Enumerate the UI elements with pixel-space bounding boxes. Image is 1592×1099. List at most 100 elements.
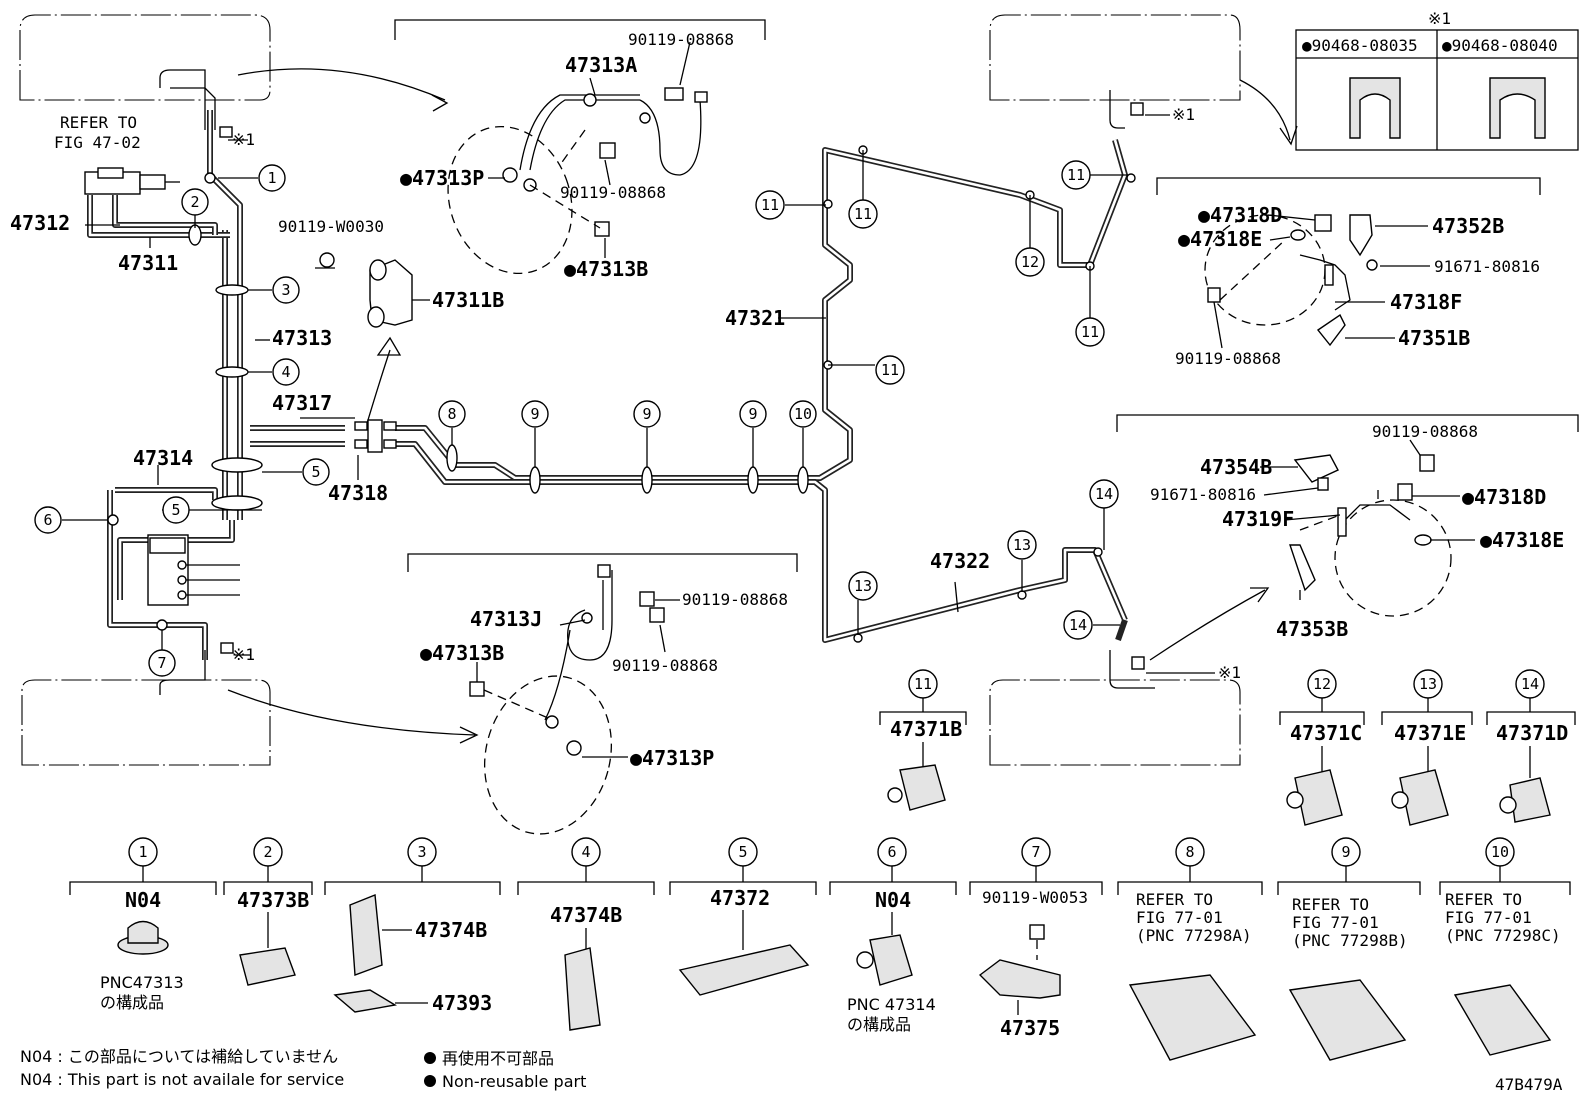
group-47354B bbox=[1289, 454, 1452, 617]
legend: N04 : この部品については補給していません N04 : This part … bbox=[20, 1047, 1563, 1094]
callout-9b: 9 bbox=[642, 405, 651, 423]
vehicle-outline-front-left bbox=[19, 14, 271, 101]
table-col2: ●90468-08040 bbox=[1442, 36, 1558, 55]
label-47318D-b: ●47318D bbox=[1462, 485, 1546, 509]
label-47371B: 47371B bbox=[890, 717, 962, 741]
callout-9c: 9 bbox=[748, 405, 757, 423]
arrow-47317 bbox=[364, 349, 391, 431]
svg-text:9: 9 bbox=[1341, 843, 1350, 861]
callout-11b: 11 bbox=[854, 205, 872, 223]
legend-nr-en: Non-reusable part bbox=[442, 1072, 586, 1091]
b3-part1: 47374B bbox=[415, 918, 487, 942]
label-90119-08868-f: 90119-08868 bbox=[612, 656, 718, 675]
callout-9a: 9 bbox=[530, 405, 539, 423]
label-47313A: 47313A bbox=[565, 53, 637, 77]
callout-13b: 13 bbox=[1013, 536, 1031, 554]
label-47311B: 47311B bbox=[432, 288, 504, 312]
svg-text:3: 3 bbox=[417, 843, 426, 861]
arrow-front-left bbox=[237, 68, 446, 101]
label-47311: 47311 bbox=[118, 251, 178, 275]
table-header: ※1 bbox=[1428, 9, 1451, 28]
label-47318: 47318 bbox=[328, 481, 388, 505]
bottom-detail-4: 4 47374B bbox=[517, 837, 655, 1031]
b6-title: N04 bbox=[875, 888, 911, 912]
label-47322: 47322 bbox=[930, 549, 990, 573]
label-47313P-mid: ●47313P bbox=[630, 746, 714, 770]
clip-detail-13: 13 47371E bbox=[1381, 669, 1473, 826]
group-47313A bbox=[447, 87, 708, 275]
b9-l3: (PNC 77298B) bbox=[1292, 931, 1408, 950]
bracket-47311B bbox=[319, 252, 413, 328]
bottom-detail-1: 1 N04 PNC47313 の構成品 bbox=[69, 837, 217, 1012]
union-fitting bbox=[354, 419, 397, 453]
b5-title: 47372 bbox=[710, 886, 770, 910]
refer-line1: REFER TO bbox=[60, 113, 137, 132]
callout-11a: 11 bbox=[761, 196, 779, 214]
label-90119-08868-d: 90119-08868 bbox=[1372, 422, 1478, 441]
b10-l1: REFER TO bbox=[1445, 890, 1522, 909]
label-47371D: 47371D bbox=[1496, 721, 1568, 745]
label-47313B-mid: ●47313B bbox=[420, 641, 504, 665]
b3-part2: 47393 bbox=[432, 991, 492, 1015]
leader-lines bbox=[62, 41, 1475, 758]
callout-11d: 11 bbox=[1081, 323, 1099, 341]
master-cylinder bbox=[84, 167, 180, 195]
arrow-rear-right bbox=[1149, 589, 1266, 661]
callout-14a: 14 bbox=[1095, 485, 1113, 503]
callout-circles bbox=[34, 160, 1119, 677]
svg-text:11: 11 bbox=[914, 675, 932, 693]
mark-fr: ※1 bbox=[1172, 105, 1195, 124]
mark-rl: ※1 bbox=[232, 645, 255, 664]
arrow-rear-left bbox=[227, 689, 476, 736]
label-91671-80816-a: 91671-80816 bbox=[1434, 257, 1540, 276]
callout-2: 2 bbox=[190, 193, 199, 211]
label-47318D-a: ●47318D bbox=[1198, 203, 1282, 227]
nonreusable-dot-icon-2 bbox=[424, 1075, 436, 1087]
callout-11c: 11 bbox=[881, 361, 899, 379]
clip-detail-11: 11 47371B bbox=[879, 669, 967, 811]
group-47318D-top bbox=[1204, 214, 1378, 347]
b8-l1: REFER TO bbox=[1136, 890, 1213, 909]
label-47313B-top: ●47313B bbox=[564, 257, 648, 281]
callout-4: 4 bbox=[281, 363, 290, 381]
label-90119-08868-c: 90119-08868 bbox=[1175, 349, 1281, 368]
b4-title: 47374B bbox=[550, 903, 622, 927]
callout-10: 10 bbox=[794, 405, 812, 423]
label-47352B: 47352B bbox=[1432, 214, 1504, 238]
label-47319F: 47319F bbox=[1222, 507, 1294, 531]
b1-title: N04 bbox=[125, 888, 161, 912]
label-47371C: 47371C bbox=[1290, 721, 1362, 745]
legend-n04-en: N04 : This part is not availale for serv… bbox=[20, 1070, 344, 1089]
callout-5a: 5 bbox=[311, 463, 320, 481]
group-bracket-mid-right bbox=[1116, 414, 1579, 432]
svg-text:14: 14 bbox=[1521, 675, 1539, 693]
svg-text:4: 4 bbox=[581, 843, 590, 861]
b7-part: 47375 bbox=[1000, 1016, 1060, 1040]
arrow-front-right bbox=[1239, 79, 1291, 141]
vehicle-outline-rear-left bbox=[21, 679, 271, 766]
callout-5b: 5 bbox=[171, 501, 180, 519]
refer-line2: FIG 47-02 bbox=[54, 133, 141, 152]
label-90119-08868-e: 90119-08868 bbox=[682, 590, 788, 609]
bottom-detail-7: 7 90119-W0053 47375 bbox=[969, 837, 1103, 1040]
group-bracket-top-center bbox=[394, 19, 766, 40]
bottom-detail-2: 2 47373B bbox=[223, 837, 313, 986]
callout-6: 6 bbox=[43, 511, 52, 529]
callout-8: 8 bbox=[447, 405, 456, 423]
legend-nr-jp: 再使用不可部品 bbox=[442, 1049, 554, 1068]
label-47317: 47317 bbox=[272, 391, 332, 415]
label-47318F: 47318F bbox=[1390, 290, 1462, 314]
b8-l3: (PNC 77298A) bbox=[1136, 926, 1252, 945]
mark-rr: ※1 bbox=[1218, 663, 1241, 682]
b6-note1: PNC 47314 bbox=[847, 995, 936, 1014]
table-col1: ●90468-08035 bbox=[1302, 36, 1418, 55]
callout-numbers: 1 2 3 4 5 5 6 7 8 9 9 9 10 11 11 11 12 1… bbox=[43, 166, 1113, 672]
label-47353B: 47353B bbox=[1276, 617, 1348, 641]
callout-14b: 14 bbox=[1069, 616, 1087, 634]
bottom-detail-3: 3 47374B 47393 bbox=[324, 837, 501, 1015]
b8-l2: FIG 77-01 bbox=[1136, 908, 1223, 927]
vehicle-outline-front-right bbox=[989, 14, 1241, 101]
bottom-detail-6: 6 N04 PNC 47314 の構成品 bbox=[829, 837, 957, 1034]
figure-id: 47B479A bbox=[1495, 1075, 1563, 1094]
label-47321: 47321 bbox=[725, 306, 785, 330]
